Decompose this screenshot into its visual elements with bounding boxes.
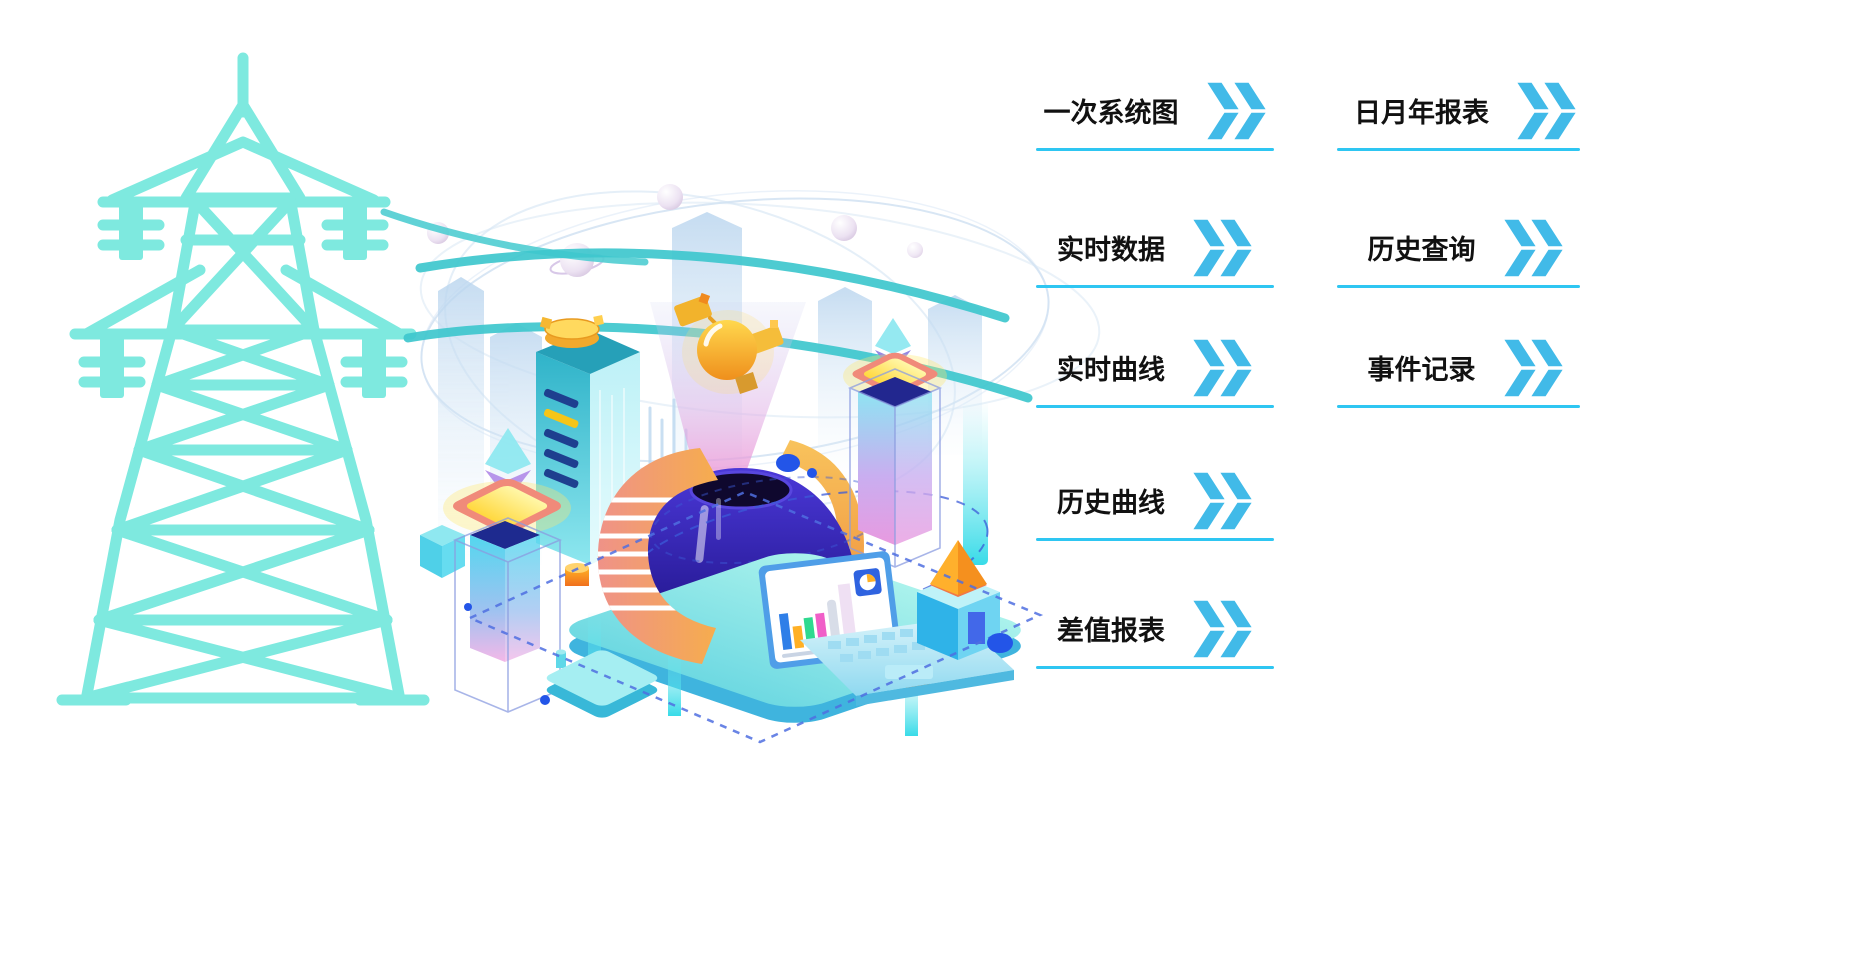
light-beam bbox=[963, 400, 988, 565]
mini-bar-chart-icon bbox=[778, 583, 857, 650]
double-chevron-right-icon bbox=[1204, 81, 1267, 140]
menu-item-underline bbox=[1036, 666, 1274, 669]
menu-item-history-query[interactable]: 历史查询 bbox=[1337, 210, 1580, 288]
menu-item-label: 实时曲线 bbox=[1057, 355, 1165, 385]
server-tower bbox=[536, 315, 640, 565]
menu-item-label: 实时数据 bbox=[1057, 235, 1165, 265]
floor-dashed-diamond bbox=[464, 454, 1044, 744]
glass-column-left bbox=[420, 428, 571, 713]
menu-item-label: 差值报表 bbox=[1057, 616, 1165, 646]
menu-item-primary-system-diagram[interactable]: 一次系统图 bbox=[1036, 73, 1274, 151]
double-chevron-right-icon bbox=[1191, 599, 1253, 658]
menu-item-label: 一次系统图 bbox=[1043, 98, 1179, 128]
double-chevron-right-icon bbox=[1191, 471, 1253, 530]
double-chevron-right-icon bbox=[1191, 338, 1253, 397]
menu-item-label: 事件记录 bbox=[1367, 355, 1476, 385]
menu-item-label: 历史查询 bbox=[1367, 235, 1476, 265]
double-chevron-right-icon bbox=[1515, 81, 1577, 140]
menu-item-realtime-curve[interactable]: 实时曲线 bbox=[1036, 330, 1274, 408]
cube-with-pyramid bbox=[917, 540, 1000, 660]
menu-item-underline bbox=[1036, 148, 1274, 151]
menu-item-underline bbox=[1036, 285, 1274, 288]
router-box bbox=[546, 649, 658, 718]
transmission-tower bbox=[56, 52, 430, 706]
mini-pie-chart-icon bbox=[853, 568, 882, 597]
light-bulb-satellite-icon bbox=[674, 292, 784, 394]
menu-item-event-record[interactable]: 事件记录 bbox=[1337, 330, 1580, 408]
double-chevron-right-icon bbox=[1501, 218, 1564, 277]
menu-item-underline bbox=[1337, 405, 1580, 408]
menu-item-difference-report[interactable]: 差值报表 bbox=[1036, 591, 1274, 669]
double-chevron-right-icon bbox=[1501, 338, 1564, 397]
menu-item-underline bbox=[1337, 148, 1580, 151]
menu-item-label: 历史曲线 bbox=[1057, 488, 1165, 518]
menu-item-day-month-year-report[interactable]: 日月年报表 bbox=[1337, 73, 1580, 151]
menu-item-history-curve[interactable]: 历史曲线 bbox=[1036, 463, 1274, 541]
menu-item-realtime-data[interactable]: 实时数据 bbox=[1036, 210, 1274, 288]
coin-stack-icon bbox=[539, 315, 604, 348]
menu-item-underline bbox=[1036, 405, 1274, 408]
menu-item-label: 日月年报表 bbox=[1354, 98, 1489, 128]
double-chevron-right-icon bbox=[1191, 218, 1253, 277]
menu-item-underline bbox=[1036, 538, 1274, 541]
glass-column-right bbox=[843, 318, 947, 568]
menu-item-underline bbox=[1337, 285, 1580, 288]
